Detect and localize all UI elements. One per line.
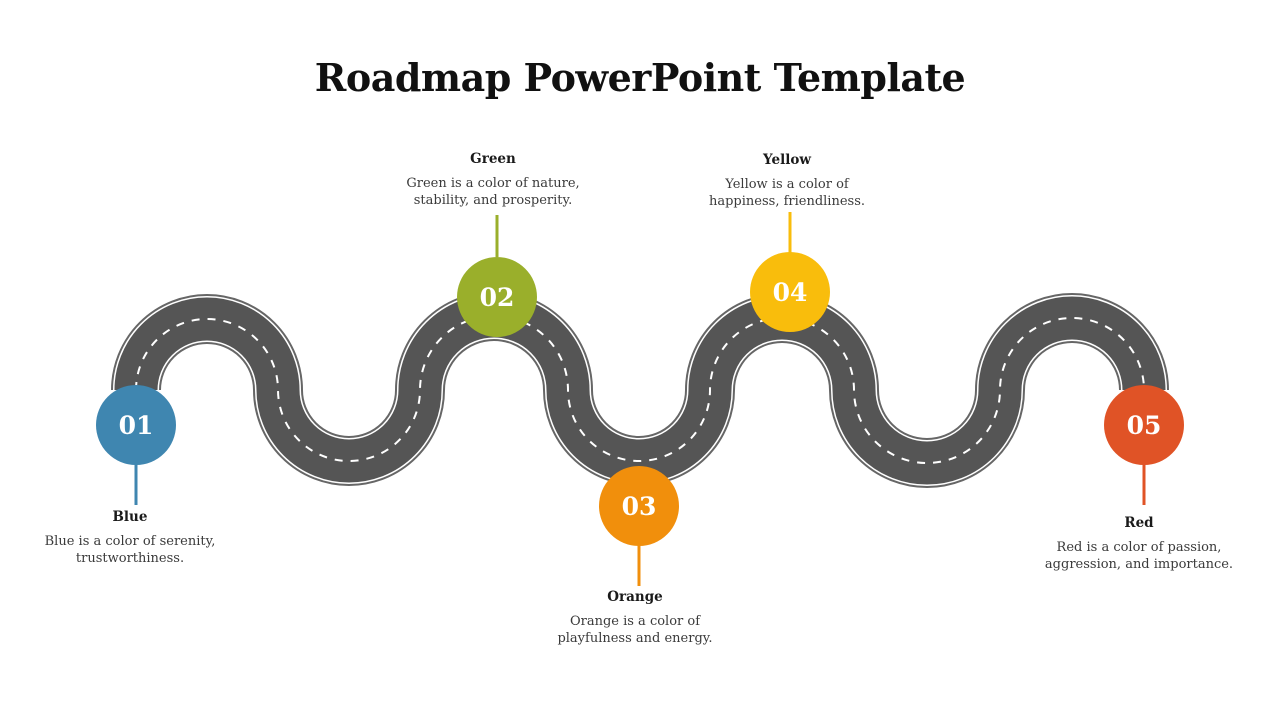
milestone-marker-05: [1104, 385, 1184, 465]
milestone-number-01: 01: [119, 411, 154, 440]
page-title: Roadmap PowerPoint Template: [314, 55, 966, 100]
caption-blue: Blue Blue is a color of serenity, trustw…: [15, 509, 245, 567]
milestone-number-04: 04: [773, 278, 808, 307]
milestone-01: 01: [96, 385, 176, 465]
caption-description-yellow: Yellow is a color of happiness, friendli…: [708, 177, 866, 209]
caption-red: Red Red is a color of passion, aggressio…: [1024, 515, 1254, 573]
caption-title-green: Green: [470, 151, 516, 167]
milestone-05: 05: [1104, 385, 1184, 465]
caption-yellow: Yellow Yellow is a color of happiness, f…: [672, 152, 902, 210]
milestone-02: 02: [457, 257, 537, 337]
caption-description-green: Green is a color of nature, stability, a…: [406, 176, 580, 208]
caption-orange: Orange Orange is a color of playfulness …: [520, 589, 750, 647]
caption-description-blue: Blue is a color of serenity, trustworthi…: [44, 534, 216, 566]
milestone-marker-01: [96, 385, 176, 465]
milestone-04: 04: [750, 252, 830, 332]
road-center-line: [135, 315, 1145, 464]
milestone-number-05: 05: [1127, 411, 1162, 440]
milestone-number-03: 03: [622, 492, 657, 521]
milestone-marker-03: [599, 466, 679, 546]
caption-green: Green Green is a color of nature, stabil…: [378, 151, 608, 209]
milestone-03: 03: [599, 466, 679, 546]
caption-description-orange: Orange is a color of playfulness and ene…: [557, 614, 713, 646]
milestone-marker-02: [457, 257, 537, 337]
caption-title-red: Red: [1124, 515, 1154, 531]
caption-title-orange: Orange: [607, 589, 663, 605]
caption-title-blue: Blue: [112, 509, 148, 525]
caption-title-yellow: Yellow: [763, 152, 811, 168]
milestone-number-02: 02: [480, 283, 515, 312]
connector-lines: [134, 212, 1146, 586]
winding-road: [111, 291, 1169, 488]
milestone-marker-04: [750, 252, 830, 332]
caption-description-red: Red is a color of passion, aggression, a…: [1044, 540, 1234, 572]
